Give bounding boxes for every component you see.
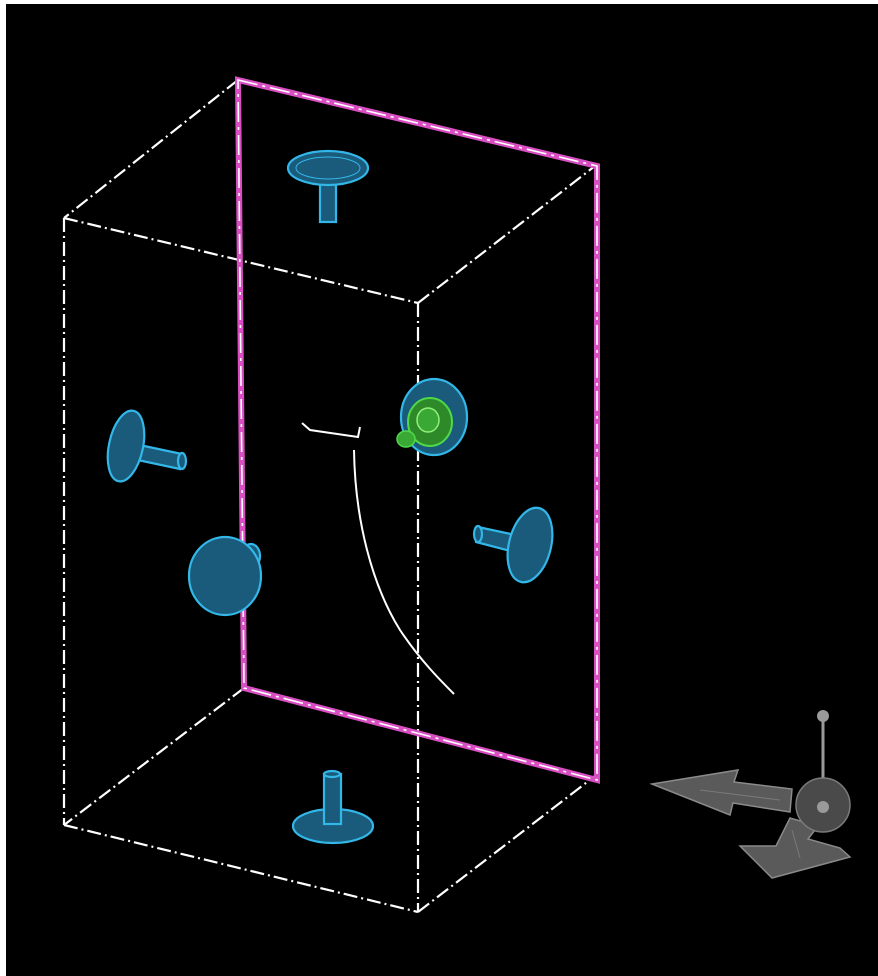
y-axis-arrow-icon[interactable]	[738, 817, 852, 879]
port-back-highlight-stem	[396, 430, 416, 448]
box-edge-top-left	[63, 79, 239, 219]
port-top[interactable]	[286, 149, 370, 224]
selected-plane[interactable]	[234, 76, 600, 784]
sketch-segment-hook	[301, 422, 361, 439]
port-left-disc	[106, 409, 146, 483]
port-top-rim	[295, 156, 361, 180]
port-right-disc	[506, 506, 554, 584]
port-right[interactable]	[472, 503, 560, 587]
sketch-segment-arc	[353, 449, 455, 695]
box-edge-bottom-left	[63, 687, 245, 826]
port-bottom[interactable]	[291, 769, 375, 845]
sketch-curve[interactable]	[301, 422, 455, 695]
z-axis-pole-tip	[817, 710, 829, 722]
port-left[interactable]	[102, 407, 188, 484]
3d-viewport[interactable]	[6, 4, 878, 976]
box-edge-top-right	[417, 165, 596, 304]
port-bottom-stem	[322, 772, 343, 826]
port-front-left-disc	[187, 535, 263, 617]
port-front-left[interactable]	[187, 535, 263, 617]
port-top-disc	[286, 149, 370, 187]
box-edge-top-front	[63, 216, 419, 305]
y-axis-arrow-ridge	[791, 829, 801, 859]
x-axis-arrow-ridge	[699, 789, 781, 801]
port-left-stem-cap	[176, 451, 188, 471]
box-edge-bottom-right	[417, 775, 596, 913]
port-back-highlight-core	[416, 407, 440, 433]
port-back-highlighted[interactable]	[396, 377, 469, 457]
box-edge-bottom-front	[63, 823, 419, 914]
scene-canvas[interactable]	[6, 4, 878, 976]
plane-outline-accent	[237, 78, 598, 782]
orientation-gizmo[interactable]	[649, 710, 852, 879]
port-bottom-stem-cap	[322, 769, 342, 779]
origin-sphere-center	[817, 801, 829, 813]
port-right-stem-cap	[472, 524, 484, 544]
